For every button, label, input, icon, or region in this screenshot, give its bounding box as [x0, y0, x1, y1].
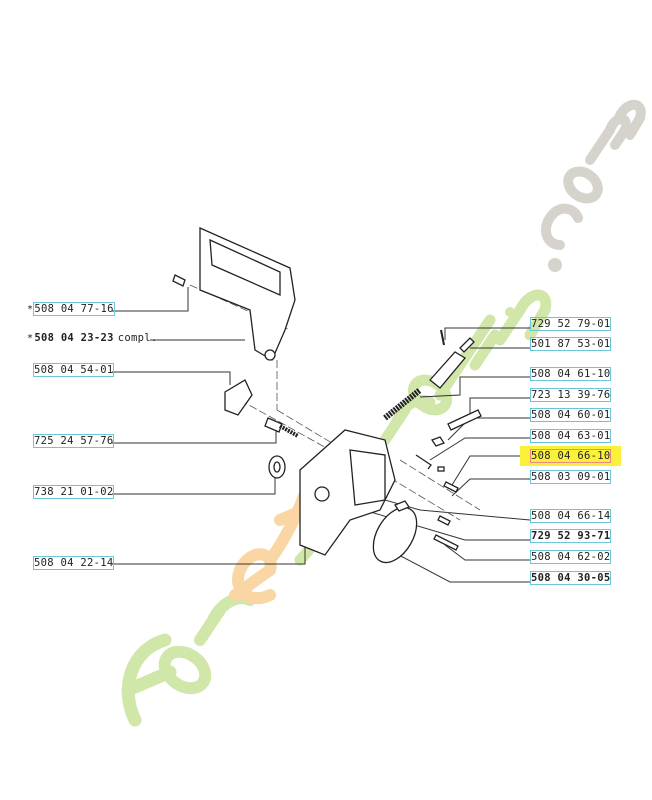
part-label-508-04-30-05[interactable]: 508 04 30-05: [529, 571, 612, 585]
part-label-508-04-22-14[interactable]: 508 04 22-14: [32, 556, 115, 570]
part-number: 725 24 57-76: [32, 434, 115, 448]
part-label-508-04-60-01[interactable]: 508 04 60-01: [529, 408, 612, 422]
star-marker: *: [27, 333, 34, 344]
part-label-508-03-09-01[interactable]: 508 03 09-01: [529, 470, 612, 484]
part-label-729-52-93-71[interactable]: 729 52 93-71: [529, 529, 612, 543]
part-number: 729 52 79-01: [529, 317, 612, 331]
part-shapes: [172, 226, 482, 564]
part-label-725-24-57-76[interactable]: 725 24 57-76: [32, 434, 115, 448]
part-number: 508 04 61-10: [529, 367, 612, 381]
part-label-738-21-01-02[interactable]: 738 21 01-02: [32, 485, 115, 499]
part-number: 729 52 93-71: [529, 529, 612, 543]
part-label-508-04-61-10[interactable]: 508 04 61-10: [529, 367, 612, 381]
part-number: 723 13 39-76: [529, 388, 612, 402]
part-label-729-52-79-01[interactable]: 729 52 79-01: [529, 317, 612, 331]
part-label-508-04-62-02[interactable]: 508 04 62-02: [529, 550, 612, 564]
part-label-508-04-54-01[interactable]: 508 04 54-01: [32, 363, 115, 377]
part-number: 738 21 01-02: [32, 485, 115, 499]
part-label-508-04-66-10[interactable]: 508 04 66-10: [529, 449, 612, 463]
part-number: 508 04 66-10: [529, 449, 612, 463]
star-marker: *: [27, 304, 34, 315]
part-number: 508 04 30-05: [529, 571, 612, 585]
part-number: 508 04 62-02: [529, 550, 612, 564]
part-label-508-04-66-14[interactable]: 508 04 66-14: [529, 509, 612, 523]
part-number: 508 03 09-01: [529, 470, 612, 484]
part-number: 508 04 77-16: [33, 302, 115, 316]
part-number: 508 04 22-14: [32, 556, 115, 570]
part-label-501-87-53-01[interactable]: 501 87 53-01: [529, 337, 612, 351]
part-number: 508 04 60-01: [529, 408, 612, 422]
part-number: 508 04 54-01: [32, 363, 115, 377]
part-number: 508 04 23-23: [34, 332, 114, 344]
part-label-508-04-77-16[interactable]: *508 04 77-16: [27, 302, 115, 316]
part-number: 501 87 53-01: [529, 337, 612, 351]
part-label-508-04-63-01[interactable]: 508 04 63-01: [529, 429, 612, 443]
part-number: 508 04 63-01: [529, 429, 612, 443]
selected-part-highlight: [520, 446, 621, 466]
part-number: 508 04 66-14: [529, 509, 612, 523]
part-label-723-13-39-76[interactable]: 723 13 39-76: [529, 388, 612, 402]
compl-suffix: compl.: [117, 332, 158, 344]
